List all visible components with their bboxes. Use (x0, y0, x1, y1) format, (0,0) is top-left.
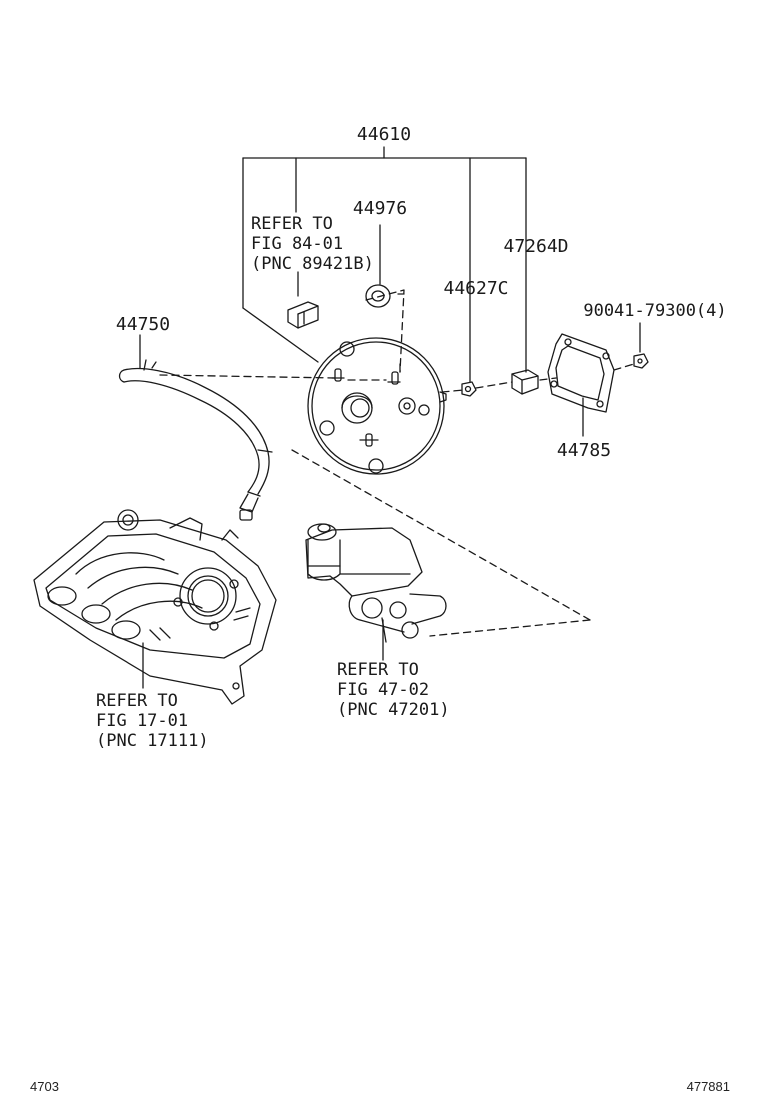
figure-number: 4703 (30, 1079, 59, 1094)
ref-fig84-line3: (PNC 89421B) (251, 254, 374, 274)
intake-manifold-part (33, 509, 277, 705)
dashed-assembly-lines (159, 289, 635, 637)
grommet-44976 (365, 284, 391, 308)
label-44627c: 44627C (443, 278, 508, 299)
check-valve-47264d (511, 369, 539, 395)
nut-44627c (461, 381, 477, 397)
label-44750: 44750 (116, 314, 170, 335)
ref-fig47-line2: FIG 47-02 (337, 680, 429, 700)
illustration-id: 477881 (686, 1079, 730, 1094)
leader-tree-44610 (242, 146, 527, 383)
ref-fig17-line3: (PNC 17111) (96, 731, 209, 751)
nut-90041-79300 (633, 353, 649, 369)
label-44785: 44785 (557, 440, 611, 461)
ref-fig47-line1: REFER TO (337, 660, 419, 680)
ref-fig84-line1: REFER TO (251, 214, 333, 234)
gasket-44785 (547, 333, 615, 413)
vacuum-hose-44750 (118, 359, 273, 521)
label-90041-79300: 90041-79300(4) (583, 301, 726, 321)
brake-booster (307, 337, 447, 475)
ref-fig84-line2: FIG 84-01 (251, 234, 343, 254)
vacuum-sensor-part (287, 301, 319, 329)
ref-fig17-line2: FIG 17-01 (96, 711, 188, 731)
ref-fig47-line3: (PNC 47201) (337, 700, 450, 720)
label-44610: 44610 (357, 124, 411, 145)
ref-fig17-line1: REFER TO (96, 691, 178, 711)
master-cylinder-part (305, 523, 447, 643)
label-44976: 44976 (353, 198, 407, 219)
label-47264d: 47264D (503, 236, 568, 257)
